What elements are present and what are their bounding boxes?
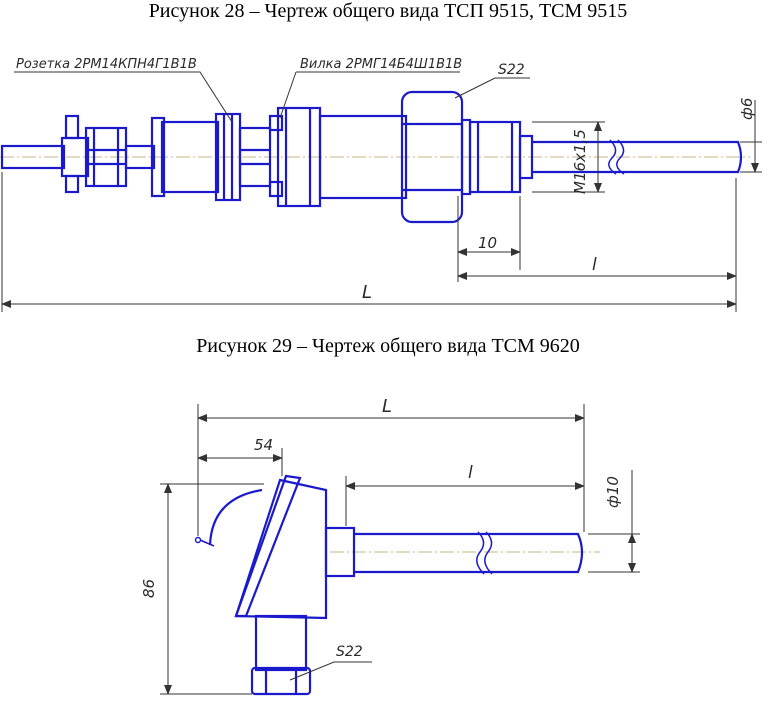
socket-flange [150,116,166,198]
stem-break-mark-29 [476,531,485,575]
clamp-screw-bottom [64,174,80,194]
head-boss [324,526,356,578]
socket-pins [238,126,272,188]
s22-label-29: S22 [336,644,363,660]
thread-label: М16х1,5 [571,129,589,194]
thermometer-28-body [0,90,743,224]
probe-stem-29 [354,532,584,574]
figure-28-caption: Рисунок 28 – Чертеж общего вида ТСП 9515… [148,0,628,22]
figure-29-dimensions [160,404,640,695]
s22-label: S22 [498,62,525,78]
dim-l-label: l [592,255,597,275]
probe-stem [532,140,743,174]
socket-label: Розетка 2РМ14КПН4Г1В1В [16,57,197,72]
thermometer-29-body [194,474,584,696]
lower-neck [254,614,308,672]
figure-28-drawing: Розетка 2РМ14КПН4Г1В1В Вилка 2РМГ14Б4Ш1В… [0,57,762,312]
dia6-label: ф6 [738,98,756,120]
dim-10-label: 10 [478,234,497,252]
hex-29 [250,666,312,696]
dim-L-label-29: L [382,396,392,417]
plug-body [318,114,408,200]
head-lid-edge [234,474,302,618]
figure-29-drawing: L 54 l ф10 86 S22 [140,396,640,696]
cable [0,144,66,170]
head-cover [234,478,328,620]
stem-break-mark [608,139,617,175]
dia10-label: ф10 [604,476,622,508]
dim-L-label: L [362,282,372,303]
clamp-screw-top [64,114,80,140]
head-dome [208,488,263,546]
dim-l-label-29: l [468,463,473,483]
figure-29-caption: Рисунок 29 – Чертеж общего вида ТСМ 9620 [196,335,580,357]
dim-54-label: 54 [254,436,273,454]
plug-label: Вилка 2РМГ14Б4Ш1В1В [300,57,462,72]
socket-body [160,120,220,194]
socket-neck [124,144,156,170]
figure-28-dimensions [1,71,762,312]
thread-end [518,134,534,180]
dim-86-label: 86 [140,579,158,598]
